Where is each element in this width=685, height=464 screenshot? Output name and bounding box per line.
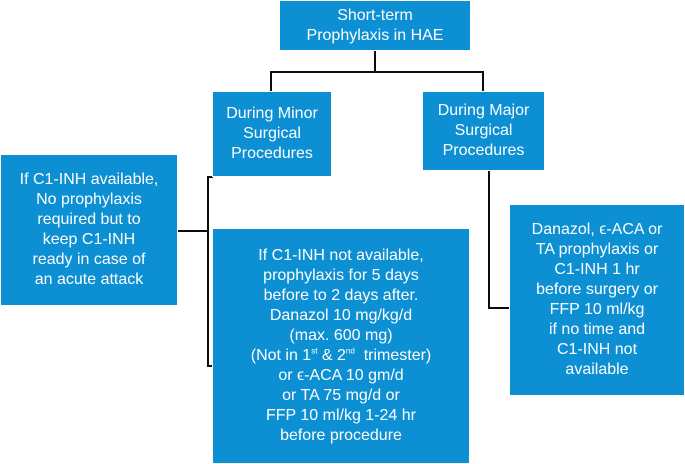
connector-to-major: [482, 71, 484, 91]
not-available-line-3: before to 2 days after.: [263, 287, 419, 304]
major-detail-line-7: C1-INH not: [556, 341, 638, 358]
available-line-2: No prophylaxis: [36, 191, 142, 208]
not-available-line-4: Danazol 10 mg/kg/d: [269, 307, 413, 324]
trimester-sup-1: st: [311, 346, 318, 356]
connector-to-major-detail: [488, 307, 510, 309]
trimester-text-middle: & 2: [317, 347, 346, 364]
available-line-5: ready in case of: [32, 251, 146, 268]
connector-to-available-box: [178, 230, 209, 232]
connector-to-not-available-box: [207, 365, 213, 367]
minor-procedures-box: During Minor Surgical Procedures: [212, 91, 332, 177]
available-line-4: keep C1-INH: [42, 231, 136, 248]
available-line-3: required but to: [37, 211, 141, 228]
not-available-line-5: (max. 600 mg): [289, 327, 393, 344]
major-detail-box: Danazol, ϵ-ACA or TA prophylaxis or C1-I…: [509, 204, 685, 396]
c1-inh-not-available-box: If C1-INH not available, prophylaxis for…: [212, 228, 470, 464]
major-procedures-box: During Major Surgical Procedures: [422, 91, 545, 171]
trimester-text-before: (Not in 1: [250, 347, 312, 364]
major-detail-line-2: TA prophylaxis or: [535, 241, 659, 258]
major-line-3: Procedures: [442, 142, 525, 159]
major-detail-line-8: available: [565, 361, 629, 378]
not-available-line-2: prophylaxis for 5 days: [263, 267, 419, 284]
available-line-6: an acute attack: [34, 271, 144, 288]
connector-major-trunk: [488, 171, 490, 309]
major-line-2: Surgical: [454, 122, 513, 139]
root-box: Short-term Prophylaxis in HAE: [279, 0, 471, 51]
not-available-line-10: before procedure: [280, 427, 402, 444]
major-detail-line-5: FFP 10 ml/kg: [549, 301, 645, 318]
minor-line-3: Procedures: [231, 145, 313, 162]
connector-root-down: [374, 51, 376, 72]
c1-inh-available-box: If C1-INH available, No prophylaxis requ…: [0, 154, 178, 306]
available-line-1: If C1-INH available,: [19, 171, 159, 188]
root-line-1: Short-term: [337, 6, 413, 24]
major-detail-line-4: before surgery or: [536, 281, 658, 298]
trimester-text-after: trimester): [354, 347, 432, 364]
not-available-line-8: or TA 75 mg/d or: [282, 387, 400, 404]
connector-minor-top-stub: [207, 176, 213, 178]
connector-to-minor: [270, 71, 272, 91]
connector-horizontal-bar: [270, 71, 483, 73]
not-available-line-9: FFP 10 ml/kg 1-24 hr: [266, 407, 416, 424]
major-detail-line-1: Danazol, ϵ-ACA or: [531, 221, 663, 238]
connector-minor-trunk: [207, 176, 209, 367]
root-line-2: Prophylaxis in HAE: [306, 26, 444, 44]
trimester-line: (Not in 1st & 2nd trimester): [251, 346, 432, 366]
major-detail-line-3: C1-INH 1 hr: [554, 261, 640, 278]
minor-line-2: Surgical: [243, 125, 301, 142]
trimester-sup-2: nd: [345, 346, 355, 356]
major-detail-line-6: if no time and: [548, 321, 646, 338]
major-line-1: During Major: [437, 102, 530, 119]
minor-line-1: During Minor: [226, 105, 318, 122]
not-available-line-7: or ϵ-ACA 10 gm/d: [278, 367, 404, 384]
not-available-line-1: If C1-INH not available,: [258, 247, 424, 264]
